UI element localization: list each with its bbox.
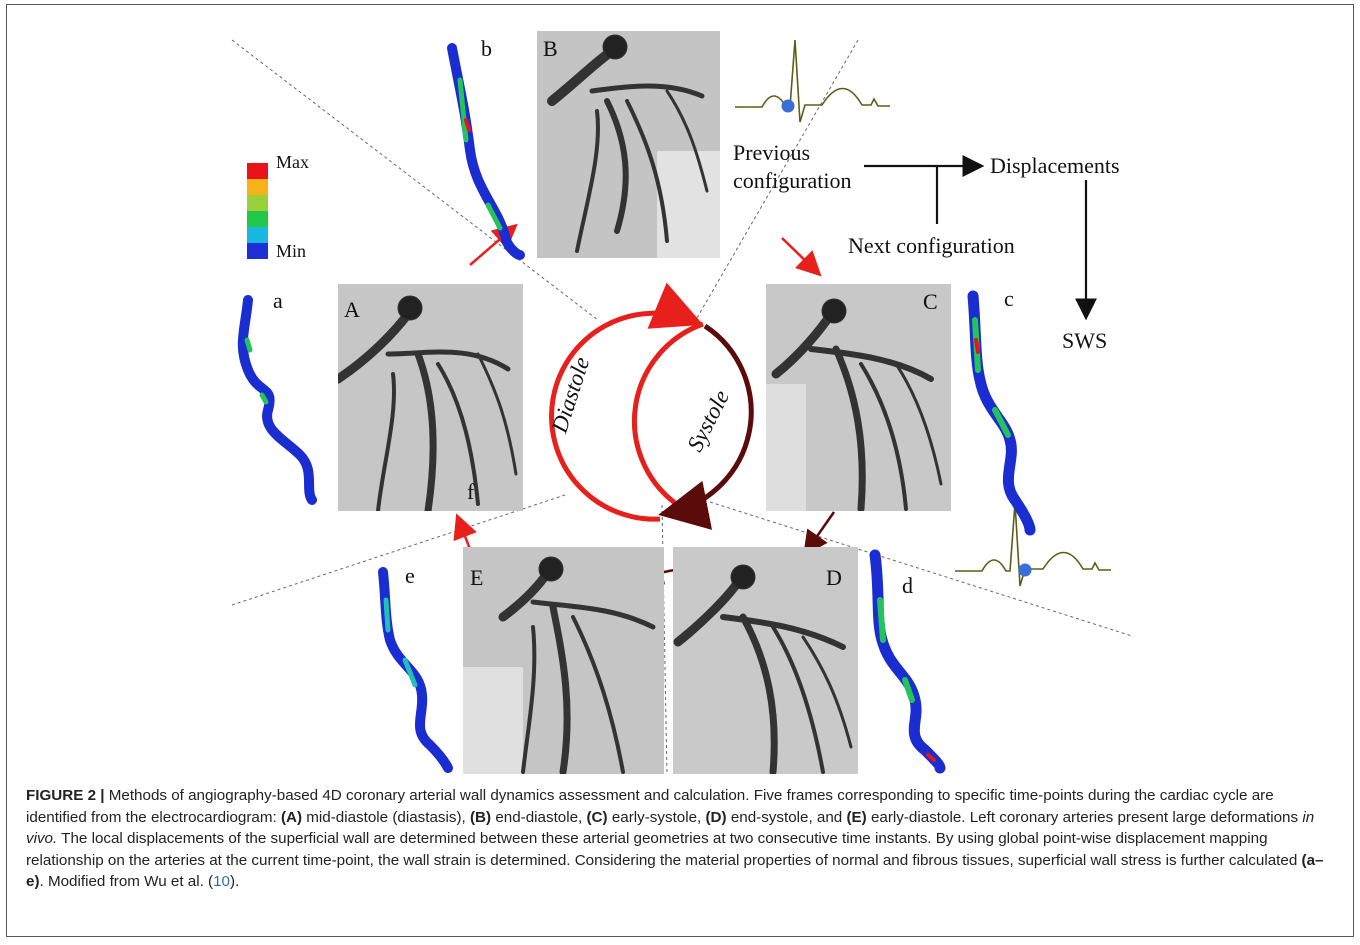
artery-letter-a: a	[273, 288, 283, 313]
caption-lead: FIGURE 2 |	[26, 787, 105, 804]
ecg-top	[735, 39, 890, 123]
flow-lines	[864, 155, 1097, 321]
artery-a	[237, 295, 317, 505]
angiogram-e-vessels	[463, 547, 664, 774]
caption-ref-C: (C)	[586, 808, 608, 826]
ecg-marker-bottom	[1018, 563, 1032, 577]
diastole-arc-main	[549, 282, 704, 522]
angiogram-c-vessels	[766, 284, 951, 511]
angiogram-frame-b	[537, 31, 720, 258]
flow-displacements: Displacements	[990, 153, 1120, 178]
flow-sws: SWS	[1062, 328, 1108, 353]
legend-min: Min	[276, 241, 307, 261]
ecg-marker-top	[781, 99, 795, 113]
artery-letter-c: c	[1004, 286, 1014, 311]
arrow-b-to-c	[781, 237, 822, 277]
caption-ref-B: (B)	[470, 808, 492, 826]
diastole-arc	[631, 321, 704, 505]
frame-letter-d: D	[826, 565, 842, 590]
caption-citation-link[interactable]: 10	[213, 873, 231, 890]
caption-text-1: Methods of angiography-based 4D coronary…	[26, 787, 1274, 826]
artery-c	[967, 290, 1036, 536]
artery-models	[237, 43, 1036, 774]
systole-arc	[658, 323, 754, 530]
arrow-c-to-d	[803, 511, 836, 557]
angiogram-d-vessels	[673, 547, 858, 774]
frame-letter-e: E	[470, 565, 484, 590]
caption-ref-A: (A)	[280, 808, 303, 826]
legend-swatch-4	[247, 227, 268, 243]
dashed-guides	[231, 39, 1133, 776]
artery-letter-b: b	[481, 36, 492, 61]
legend-swatch-5	[247, 243, 268, 259]
legend-swatch-2	[247, 195, 268, 211]
frame-letter-c: C	[923, 289, 938, 314]
frame-letter-b: B	[543, 36, 558, 61]
flow-previous: Previous	[733, 140, 810, 165]
artery-letter-e: e	[405, 563, 415, 588]
caption-text-8: . Modified from Wu et al. (	[39, 873, 214, 890]
legend-swatch-1	[247, 179, 268, 195]
angiogram-frame-d	[673, 547, 858, 774]
legend-swatch-0	[247, 163, 268, 179]
caption-text-5: end-systole, and	[726, 808, 847, 826]
caption-text-9: ).	[230, 873, 240, 890]
figure-caption: FIGURE 2 | Methods of angiography-based …	[26, 785, 1336, 893]
caption-text-3: end-diastole,	[491, 808, 587, 826]
angiogram-frame-e	[463, 547, 664, 774]
legend-swatch-3	[247, 211, 268, 227]
frame-letter-a: A	[344, 297, 360, 322]
artery-d	[869, 549, 946, 774]
caption-ref-ae: (a–e)	[26, 851, 1324, 891]
angiogram-b-vessels	[537, 31, 720, 258]
caption-text-4: early-systole,	[607, 808, 706, 826]
caption-text-7: The local displacements of the superfici…	[26, 830, 1302, 869]
legend-max: Max	[276, 152, 309, 172]
flow-next-configuration: Next configuration	[848, 233, 1015, 258]
caption-ref-D: (D)	[705, 808, 727, 826]
angiogram-frame-c	[766, 284, 951, 511]
angiogram-frame-a	[338, 284, 523, 511]
caption-ref-E: (E)	[846, 808, 867, 826]
caption-text-6: early-diastole. Left coronary arteries p…	[866, 808, 1303, 826]
ecg-traces	[735, 39, 1111, 587]
artery-e	[378, 567, 453, 773]
artery-letter-f: f	[467, 479, 475, 504]
artery-b	[447, 43, 525, 260]
caption-in-vivo: in vivo.	[26, 808, 1315, 848]
ecg-bottom	[955, 502, 1111, 587]
flow-configuration: configuration	[733, 168, 852, 193]
cardiac-cycle	[549, 282, 754, 530]
caption-text-2: mid-diastole (diastasis),	[302, 808, 470, 826]
artery-letter-d: d	[902, 573, 913, 598]
angiogram-a-vessels	[338, 284, 523, 511]
